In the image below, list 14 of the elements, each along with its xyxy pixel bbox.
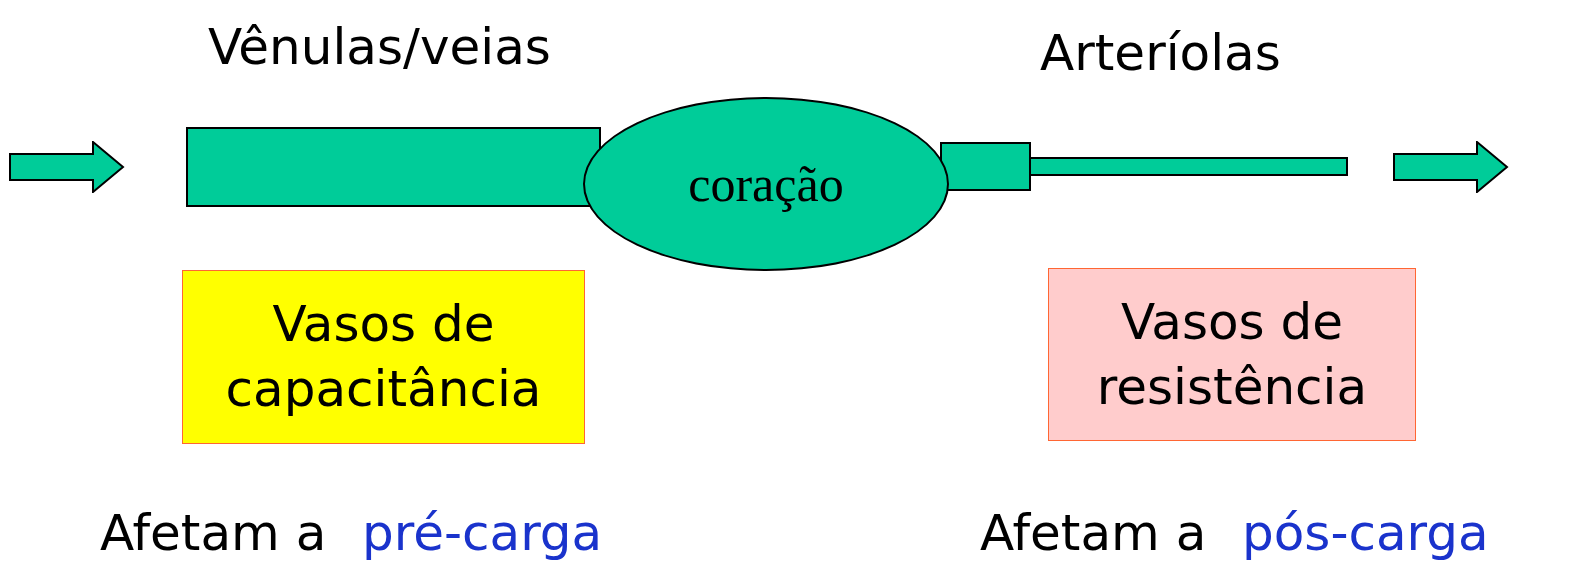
vessel-type-box <box>182 270 585 444</box>
vessel-type-box <box>1048 268 1416 441</box>
effect-term: pós-carga <box>1242 503 1489 564</box>
effect-text: Afetam a <box>980 503 1207 564</box>
vessel-label: Vênulas/veias <box>208 17 551 78</box>
node-text: Vasos de resistência <box>1095 291 1369 418</box>
node-text: coração <box>688 154 844 214</box>
effect-term: pré-carga <box>362 503 603 564</box>
node-text: Vasos de capacitância <box>224 294 543 420</box>
vessel-label: Arteríolas <box>1040 23 1281 84</box>
vessel-bar <box>1029 157 1348 176</box>
vessel-bar <box>940 142 1031 191</box>
vessel-bar <box>186 127 601 207</box>
effect-text: Afetam a <box>100 503 327 564</box>
